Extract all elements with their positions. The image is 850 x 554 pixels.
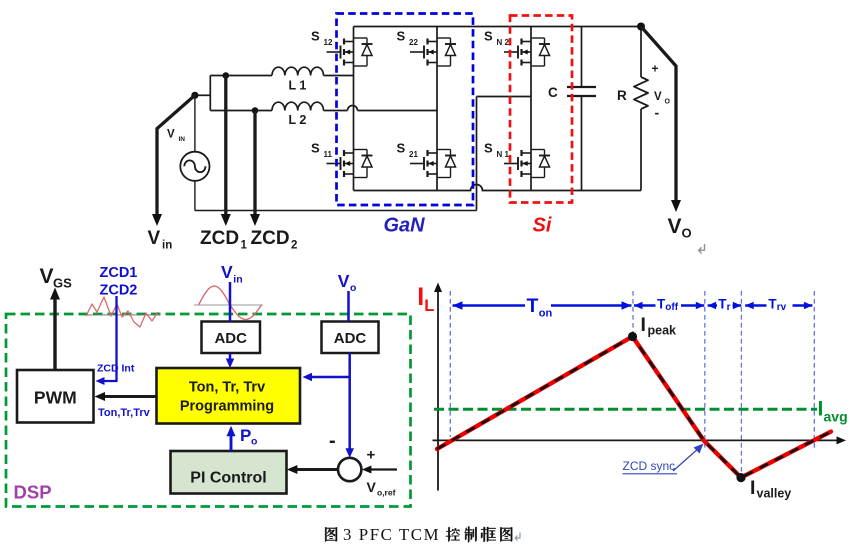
svg-text:V: V (40, 265, 54, 288)
svg-text:P: P (240, 426, 251, 445)
svg-text:L 2: L 2 (289, 113, 307, 127)
svg-text:PWM: PWM (34, 388, 77, 408)
svg-text:2: 2 (291, 240, 297, 252)
svg-text:S: S (311, 141, 320, 156)
svg-text:O: O (665, 99, 671, 106)
svg-text:rv: rv (777, 302, 787, 313)
svg-text:ZCD Int: ZCD Int (97, 363, 135, 375)
svg-text:ZCD1: ZCD1 (100, 265, 138, 281)
svg-text:ZCD: ZCD (200, 228, 239, 249)
svg-text:T: T (718, 297, 727, 312)
svg-text:Programming: Programming (180, 399, 274, 415)
svg-text:r: r (727, 302, 731, 313)
svg-text:+: + (652, 62, 659, 76)
svg-text:ADC: ADC (334, 330, 367, 347)
svg-text:S: S (484, 141, 493, 156)
svg-text:T: T (527, 295, 539, 317)
svg-text:R: R (617, 88, 627, 103)
svg-text:in: in (162, 240, 172, 252)
svg-text:L: L (424, 297, 434, 315)
svg-text:Ton,Tr,Trv: Ton,Tr,Trv (98, 407, 151, 419)
svg-text:I: I (417, 283, 424, 311)
svg-text:o: o (350, 282, 356, 294)
svg-text:ADC: ADC (214, 330, 247, 347)
svg-text:off: off (665, 302, 678, 313)
svg-text:peak: peak (648, 324, 677, 338)
svg-text:I: I (641, 314, 646, 336)
svg-text:IN: IN (179, 136, 186, 143)
svg-text:Ton, Tr, Trv: Ton, Tr, Trv (189, 380, 265, 396)
svg-text:I: I (750, 477, 755, 499)
svg-text:GS: GS (53, 276, 72, 291)
svg-text:22: 22 (409, 38, 418, 47)
svg-text:on: on (539, 308, 553, 320)
svg-text:11: 11 (324, 150, 333, 159)
svg-text:DSP: DSP (14, 482, 52, 503)
svg-text:V: V (338, 271, 350, 291)
svg-text:in: in (233, 274, 242, 286)
svg-text:V: V (668, 215, 682, 238)
svg-text:T: T (768, 297, 777, 312)
svg-text:I: I (818, 398, 824, 421)
svg-text:V: V (367, 479, 377, 495)
svg-text:PI Control: PI Control (190, 470, 266, 487)
svg-text:V: V (148, 228, 161, 249)
svg-text:-: - (655, 105, 660, 121)
svg-text:V: V (654, 91, 662, 103)
svg-text:S: S (397, 141, 406, 156)
svg-text:GaN: GaN (383, 215, 425, 237)
svg-text:o: o (251, 436, 257, 448)
svg-text:o,ref: o,ref (377, 488, 396, 498)
svg-text:ZCD sync: ZCD sync (623, 459, 676, 473)
svg-text:valley: valley (757, 487, 792, 501)
svg-text:T: T (657, 297, 666, 312)
svg-text:O: O (682, 226, 692, 241)
svg-text:S: S (311, 29, 320, 44)
svg-text:S: S (484, 29, 493, 44)
svg-text:1: 1 (241, 240, 248, 252)
svg-text:V: V (167, 129, 175, 141)
svg-text:12: 12 (324, 38, 333, 47)
svg-text:-: - (329, 430, 336, 452)
svg-text:ZCD: ZCD (251, 228, 290, 249)
svg-text:V: V (221, 262, 233, 282)
svg-text:S: S (397, 29, 406, 44)
svg-text:C: C (548, 85, 558, 100)
svg-text:+: + (367, 447, 376, 464)
svg-text:Si: Si (533, 215, 552, 237)
svg-text:L 1: L 1 (289, 79, 307, 93)
svg-text:N 2: N 2 (497, 38, 510, 47)
svg-text:21: 21 (409, 150, 418, 159)
svg-text:N 1: N 1 (497, 150, 510, 159)
svg-text:3 PFC TCM: 3 PFC TCM (343, 525, 439, 544)
svg-text:ZCD2: ZCD2 (100, 283, 138, 299)
svg-text:avg: avg (824, 409, 848, 425)
